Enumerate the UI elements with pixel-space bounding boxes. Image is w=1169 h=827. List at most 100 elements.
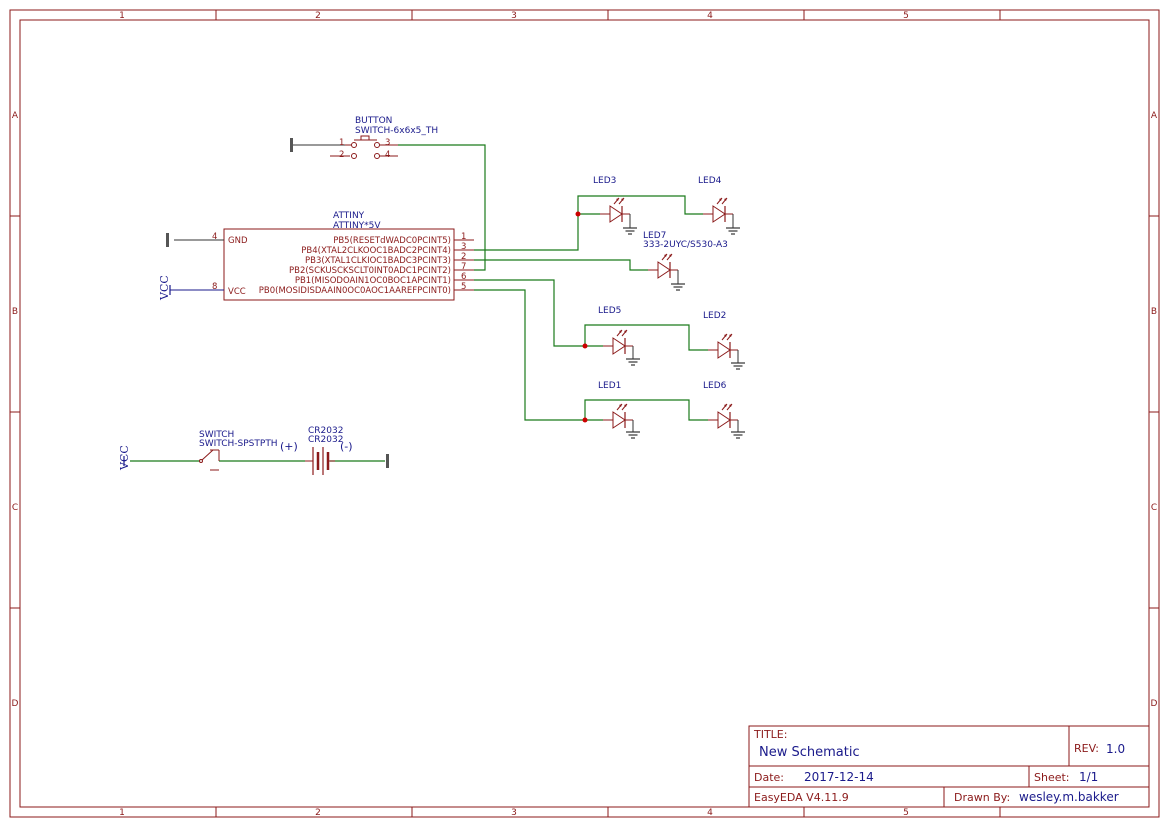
power-switch[interactable]: SWITCH SWITCH-SPSTPTH VCC: [118, 430, 278, 471]
ground-icon: [166, 233, 169, 247]
led2[interactable]: LED2: [703, 311, 746, 370]
ic-pin-number: 7: [461, 262, 466, 272]
drawn-by-value: wesley.m.bakker: [1019, 790, 1119, 804]
column-labels-top: 1 2 3 4 5: [119, 11, 909, 21]
sheet-border: [9, 9, 1160, 818]
sheet-value: 1/1: [1079, 770, 1098, 784]
led3[interactable]: LED3: [593, 176, 638, 235]
vcc-label: VCC: [118, 445, 131, 471]
led-label: LED4: [698, 176, 722, 186]
button-pin-label: 3: [385, 138, 390, 148]
col-label: 4: [707, 11, 713, 21]
row-labels-left: A B C D: [12, 111, 19, 709]
column-labels-bottom: 1 2 3 4 5: [119, 808, 909, 818]
ground-icon: [730, 358, 746, 370]
battery-name: CR2032: [308, 426, 343, 436]
junction-dots: [575, 211, 588, 423]
sheet-label: Sheet:: [1034, 771, 1070, 784]
ic-pin-number: 5: [461, 282, 466, 292]
col-label: 3: [511, 808, 517, 818]
push-button[interactable]: BUTTON SWITCH-6x6x5_TH 1 2 3 4: [290, 116, 438, 160]
switch-name: SWITCH: [199, 430, 234, 440]
button-pin-label: 1: [339, 138, 344, 148]
ic-pin-label: PB2(SCKUSCKSCLT0INT0ADC1PCINT2): [289, 266, 451, 276]
led-icon: [602, 403, 634, 429]
led-label: LED1: [598, 381, 621, 391]
ground-icon: [625, 354, 641, 366]
led-label: LED2: [703, 311, 726, 321]
led1[interactable]: LED1: [598, 381, 641, 439]
ic-pin-label: PB5(RESETdWADC0PCINT5): [333, 236, 451, 246]
ic-pin-number: 6: [461, 272, 466, 282]
led-icon: [702, 197, 734, 223]
button-value: SWITCH-6x6x5_TH: [355, 126, 438, 136]
row-label: B: [1151, 307, 1157, 317]
led-icon: [599, 197, 631, 223]
led-icon: [602, 329, 634, 355]
led-label: LED3: [593, 176, 616, 186]
ic-pin-label: PB0(MOSIDISDAAIN0OC0AOC1AAREFPCINT0): [259, 286, 451, 296]
ground-icon: [622, 223, 638, 235]
ground-icon: [730, 427, 746, 439]
led7[interactable]: LED7 333-2UYC/S530-A3: [643, 231, 728, 291]
rev-label: REV:: [1074, 742, 1099, 755]
led-icon: [647, 253, 679, 279]
led-value: 333-2UYC/S530-A3: [643, 240, 728, 250]
button-name: BUTTON: [355, 116, 392, 126]
led5[interactable]: LED5: [598, 306, 641, 366]
ground-icon: [386, 454, 389, 468]
battery-value: CR2032: [308, 435, 343, 445]
row-label: D: [12, 699, 19, 709]
title-block: TITLE: New Schematic REV: 1.0 Date: 2017…: [748, 725, 1150, 808]
title-value: New Schematic: [759, 745, 860, 760]
row-label: C: [1151, 503, 1157, 513]
ground-icon: [290, 138, 293, 152]
row-label: A: [1151, 111, 1158, 121]
led-label: LED5: [598, 306, 621, 316]
ic-pin-number: 1: [461, 232, 466, 242]
software-label: EasyEDA V4.11.9: [754, 791, 849, 804]
row-label: A: [12, 111, 19, 121]
date-value: 2017-12-14: [804, 770, 874, 784]
button-pin-label: 4: [385, 150, 390, 160]
col-label: 3: [511, 11, 517, 21]
col-label: 1: [119, 808, 125, 818]
ground-icon: [625, 427, 641, 439]
battery-plus: (+): [280, 440, 298, 453]
battery[interactable]: CR2032 CR2032 (+) (-): [280, 426, 389, 475]
ic-pin-number: 2: [461, 252, 466, 262]
col-label: 5: [903, 808, 909, 818]
ic-pin-label: PB3(XTAL1CLKIOC1BADC3PCINT3): [305, 256, 451, 266]
ic-pin-number: 4: [212, 232, 217, 242]
col-label: 2: [315, 11, 321, 21]
led6[interactable]: LED6: [703, 381, 746, 439]
vcc-label: VCC: [158, 275, 171, 301]
title-label: TITLE:: [753, 728, 787, 741]
button-pin-label: 2: [339, 150, 344, 160]
row-label: C: [12, 503, 18, 513]
col-label: 4: [707, 808, 713, 818]
drawn-by-label: Drawn By:: [954, 791, 1010, 804]
ic-pin-number: 8: [212, 282, 217, 292]
ic-value: ATTINY*5V: [333, 221, 381, 231]
ground-icon: [725, 223, 741, 235]
col-label: 2: [315, 808, 321, 818]
wires: [130, 144, 708, 462]
ic-pin-number: 3: [461, 242, 466, 252]
ground-icon: [670, 279, 686, 291]
ic-name: ATTINY: [333, 211, 365, 221]
led-icon: [707, 403, 739, 429]
switch-value: SWITCH-SPSTPTH: [199, 439, 278, 449]
battery-minus: (-): [340, 440, 353, 453]
led-label: LED7: [643, 231, 666, 241]
ic-pin-label: VCC: [228, 287, 246, 297]
col-label: 1: [119, 11, 125, 21]
ic-pin-label: GND: [228, 236, 248, 246]
col-label: 5: [903, 11, 909, 21]
ic-pin-label: PB4(XTAL2CLKOOC1BADC2PCINT4): [301, 246, 451, 256]
row-label: D: [1151, 699, 1158, 709]
attiny-chip[interactable]: ATTINY ATTINY*5V 4 GND 8 VCC VCC PB5(RES…: [158, 211, 474, 301]
row-label: B: [12, 307, 18, 317]
led4[interactable]: LED4: [698, 176, 741, 235]
